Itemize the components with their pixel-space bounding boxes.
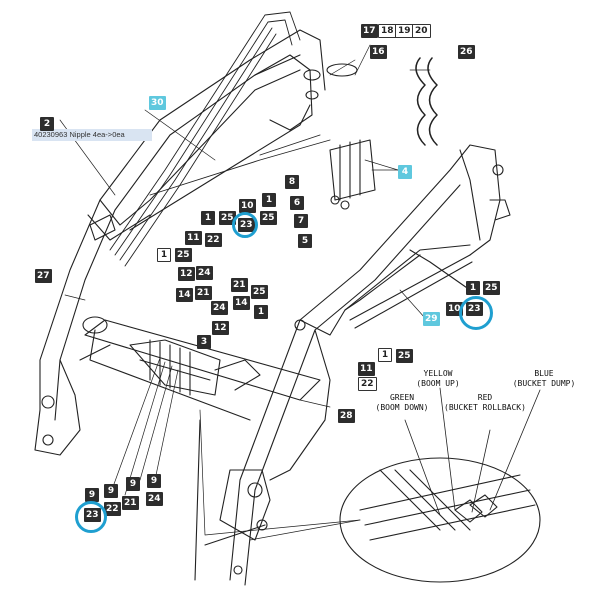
callout-14-a[interactable]: 14 [176, 288, 193, 302]
callout-21-a[interactable]: 21 [231, 278, 248, 292]
callout-7[interactable]: 7 [294, 214, 308, 228]
left-loader-arm [34, 29, 326, 456]
callout-19[interactable]: 19 [395, 24, 414, 38]
hose-label-yellow: YELLOW (BOOM UP) [416, 369, 460, 388]
callout-14-b[interactable]: 14 [233, 296, 250, 310]
callout-27[interactable]: 27 [35, 269, 52, 283]
callout-3[interactable]: 3 [197, 335, 211, 349]
callout-25-upper-left[interactable]: 25 [219, 211, 236, 225]
callout-10-upper[interactable]: 10 [239, 199, 256, 213]
callout-12-b[interactable]: 12 [212, 321, 229, 335]
callout-1-right[interactable]: 1 [466, 281, 480, 295]
callout-26[interactable]: 26 [458, 45, 475, 59]
callout-9-c[interactable]: 9 [85, 488, 99, 502]
callout-9-b[interactable]: 9 [147, 474, 161, 488]
callout-1-a[interactable]: 1 [201, 211, 215, 225]
callout-8[interactable]: 8 [285, 175, 299, 189]
callout-29[interactable]: 29 [423, 312, 440, 326]
detail-oval [339, 457, 541, 583]
right-lift-cylinder [349, 249, 473, 329]
callout-21-c[interactable]: 21 [122, 496, 139, 510]
callout-6[interactable]: 6 [290, 196, 304, 210]
highlight-ring-23-right [459, 296, 493, 330]
callout-21-b[interactable]: 21 [195, 286, 212, 300]
callout-11-a[interactable]: 11 [185, 231, 202, 245]
hose-label-blue: BLUE (BUCKET DUMP) [512, 369, 576, 388]
callout-28[interactable]: 28 [338, 409, 355, 423]
right-loader-arm [219, 144, 511, 586]
callout-25-b[interactable]: 25 [175, 248, 192, 262]
callout-17[interactable]: 17 [361, 24, 378, 38]
highlight-ring-23-lower [75, 501, 107, 533]
callout-10-right[interactable]: 10 [446, 302, 463, 316]
left-arm-hoses [109, 11, 331, 267]
cross-tube [79, 316, 321, 421]
callout-12-a[interactable]: 12 [178, 267, 195, 281]
hose-label-red: RED (BUCKET ROLLBACK) [444, 393, 526, 412]
callout-25-mid[interactable]: 25 [396, 349, 413, 363]
callout-22-b[interactable]: 22 [358, 377, 377, 391]
part-description-label: 40230963 Nipple 4ea->0ea [32, 129, 152, 141]
fittings-block [329, 139, 376, 210]
callout-4[interactable]: 4 [398, 165, 412, 179]
callout-20[interactable]: 20 [412, 24, 431, 38]
hose-label-leaders [404, 387, 541, 516]
callout-22-c[interactable]: 22 [104, 502, 121, 516]
callout-25-c[interactable]: 25 [251, 285, 268, 299]
callout-1-upper[interactable]: 1 [262, 193, 276, 207]
callout-2[interactable]: 2 [40, 117, 54, 131]
callout-1-mid[interactable]: 1 [378, 348, 392, 362]
callout-11-b[interactable]: 11 [358, 362, 375, 376]
callout-25-right[interactable]: 25 [483, 281, 500, 295]
callout-1-b[interactable]: 1 [157, 248, 171, 262]
callout-1-c[interactable]: 1 [254, 305, 268, 319]
callout-25-upper[interactable]: 25 [260, 211, 277, 225]
callout-9-a[interactable]: 9 [126, 477, 140, 491]
callout-24-c[interactable]: 24 [146, 492, 163, 506]
hose-label-green: GREEN (BOOM DOWN) [375, 393, 429, 412]
callout-18[interactable]: 18 [378, 24, 397, 38]
callout-5[interactable]: 5 [298, 234, 312, 248]
hose-26 [415, 57, 426, 146]
highlight-ring-23-upper [232, 212, 258, 238]
callout-24-a[interactable]: 24 [196, 266, 213, 280]
callout-24-b[interactable]: 24 [211, 301, 228, 315]
callout-9-d[interactable]: 9 [104, 484, 118, 498]
callout-30[interactable]: 30 [149, 96, 166, 110]
callout-22-a[interactable]: 22 [205, 233, 222, 247]
callout-16[interactable]: 16 [370, 45, 387, 59]
valve-block [129, 339, 261, 396]
